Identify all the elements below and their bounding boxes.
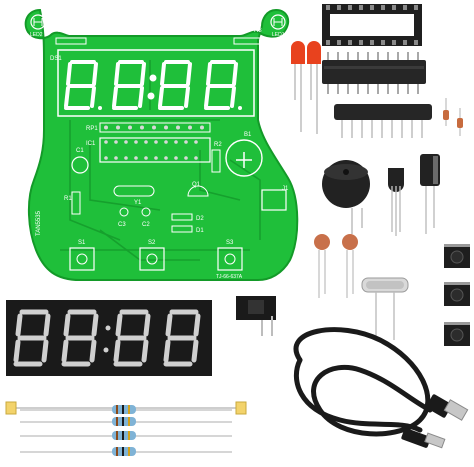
pcb-side-text: TAN5535 [36, 210, 42, 236]
ceramic-capacitor-1 [314, 234, 330, 298]
pad-r4 [55, 37, 87, 45]
c2-outline [141, 207, 151, 217]
circuit-logo-right [270, 14, 286, 30]
dp-dot-1 [98, 106, 102, 110]
ic1-outline [99, 137, 211, 163]
s3-center [224, 253, 236, 265]
ds1-silk-digits [64, 60, 238, 110]
r1-outline [71, 191, 81, 215]
dp-dot-2 [238, 106, 242, 110]
seven-segment-display [6, 300, 212, 376]
ic-socket [322, 4, 422, 46]
diode-2 [457, 108, 463, 136]
rp1-pins [104, 125, 204, 130]
label-led1: LED1 [272, 32, 285, 38]
s2-footprint [139, 247, 165, 271]
red-led-2 [307, 41, 321, 134]
push-button-2 [444, 282, 470, 306]
label-r1: R1 [64, 196, 72, 202]
y1-outline [113, 185, 155, 197]
push-button-3 [444, 322, 470, 346]
label-r3: R3 [254, 28, 262, 34]
j1-outline [261, 189, 287, 211]
label-j1: J1 [282, 186, 289, 192]
c3-outline [119, 207, 129, 217]
diode-1 [443, 98, 449, 126]
b1-plus-mark [236, 152, 252, 168]
s1-center [76, 253, 88, 265]
s2-center [146, 253, 158, 265]
d1-outline [171, 225, 193, 233]
circuit-logo-left [30, 14, 46, 30]
ic1-pins [104, 140, 198, 160]
crystal-oscillator [361, 277, 409, 340]
label-c1: C1 [76, 148, 84, 154]
resistor-4 [20, 447, 232, 456]
pad-r3 [233, 37, 265, 45]
label-ds1: DS1 [50, 56, 62, 62]
resistor-2 [20, 417, 232, 426]
label-y1: Y1 [134, 200, 142, 206]
pcb-board: LED2 LED1 R4 R3 DS1 RP1 IC1 [24, 8, 299, 281]
resistor-3 [20, 431, 232, 440]
ceramic-capacitor-2 [342, 234, 358, 298]
label-c2: C2 [142, 222, 150, 228]
label-s2: S2 [148, 240, 156, 246]
dc-jack [236, 296, 276, 336]
rp1-outline [99, 122, 211, 133]
label-d2: D2 [196, 216, 204, 222]
pcb-model-text: TJ-66-637A [216, 274, 243, 280]
buzzer [322, 160, 370, 234]
r2-outline [211, 149, 221, 173]
red-led-1 [291, 41, 305, 132]
d2-outline [171, 213, 193, 221]
label-led2: LED2 [30, 32, 43, 38]
electrolytic-capacitor [420, 154, 440, 234]
dip-ic-chip [322, 52, 426, 94]
b1-outline [225, 139, 263, 177]
label-s3: S3 [226, 240, 234, 246]
push-button-1 [444, 244, 470, 268]
label-ic1: IC1 [86, 141, 96, 147]
s3-footprint [217, 247, 243, 271]
label-s1: S1 [78, 240, 86, 246]
label-r2: R2 [214, 142, 222, 148]
label-d1: D1 [196, 228, 204, 234]
label-c3: C3 [118, 222, 126, 228]
resistor-network [334, 104, 432, 138]
ds1-outline [57, 49, 255, 117]
resistor-1 [20, 405, 232, 414]
dc-barrel-connector [401, 428, 446, 449]
label-q1: Q1 [192, 182, 201, 188]
label-rp1: RP1 [86, 126, 98, 132]
s1-footprint [69, 247, 95, 271]
usb-a-connector [426, 394, 469, 421]
c1-outline [71, 156, 89, 174]
label-r4: R4 [58, 28, 66, 34]
usb-cable [293, 327, 433, 437]
label-b1: B1 [244, 132, 252, 138]
q1-outline [187, 185, 209, 197]
transistor [388, 168, 404, 236]
